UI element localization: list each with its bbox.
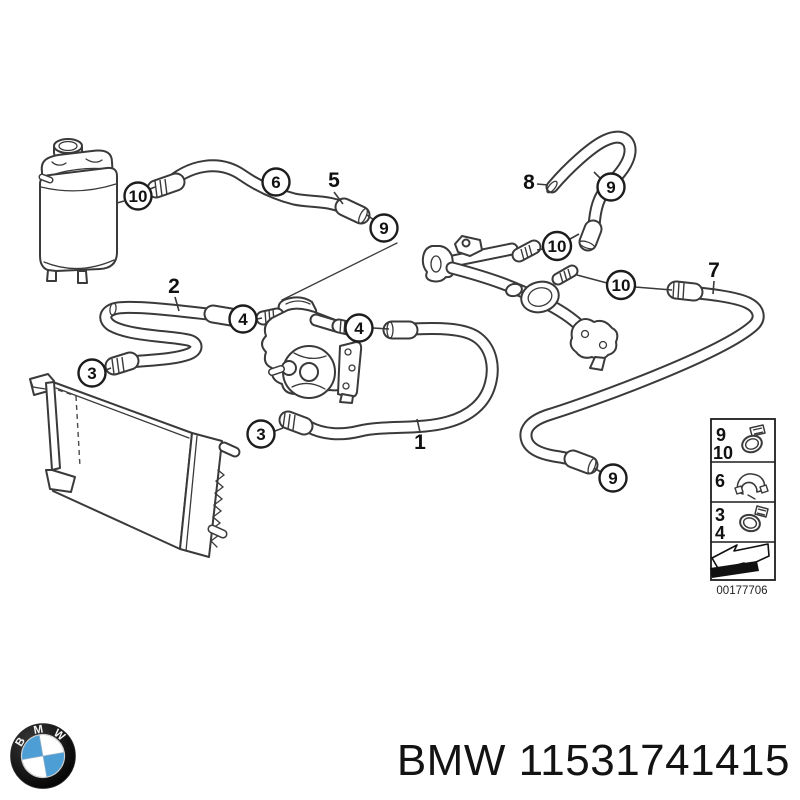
hose-2	[99, 300, 241, 376]
svg-text:4: 4	[238, 310, 248, 329]
expansion-tank	[38, 138, 118, 284]
brand-row: B M W BMW 11531741415	[0, 712, 800, 800]
coolant-pipe-assembly	[421, 235, 619, 371]
bmw-logo: B M W	[10, 723, 76, 789]
legend-box: 9 10 6 3 4	[710, 418, 776, 597]
callout-hose1-clamp: 3	[246, 419, 276, 449]
worm-clamp-icon-2	[739, 505, 769, 533]
legend-label-6: 6	[715, 471, 725, 491]
label-hose-8: 8	[523, 171, 535, 194]
svg-text:10: 10	[129, 187, 148, 206]
callout-hose7-clamp: 9	[598, 463, 628, 493]
callout-hose8-clamp: 9	[596, 172, 626, 202]
label-hose-5: 5	[328, 169, 340, 192]
callout-pump-right-clamp: 4	[344, 313, 374, 343]
callout-hose5-end-clamp: 9	[369, 213, 399, 243]
svg-text:10: 10	[612, 276, 631, 295]
callout-hose5-mid-clamp: 6	[261, 167, 291, 197]
svg-text:9: 9	[608, 469, 617, 488]
svg-text:9: 9	[606, 178, 615, 197]
callout-pump-left-clamp: 4	[228, 304, 258, 334]
drawing-number: 00177706	[716, 585, 767, 597]
callout-tank-clamp: 10	[123, 181, 153, 211]
direction-arrow-icon	[710, 543, 770, 578]
spring-clamp-icon	[734, 473, 769, 500]
hose-1	[278, 320, 499, 441]
worm-clamp-icon	[741, 424, 766, 454]
clamp-callouts: 10 6 9 9 10 10	[77, 167, 637, 493]
svg-text:9: 9	[379, 219, 388, 238]
legend-label-10: 10	[713, 443, 733, 463]
label-hose-7: 7	[708, 259, 720, 282]
legend-label-9: 9	[716, 425, 726, 445]
part-number-text: BMW 11531741415	[396, 736, 790, 785]
legend-label-3: 3	[715, 505, 725, 525]
svg-text:3: 3	[256, 425, 265, 444]
hose5-to-pump-leader	[281, 242, 398, 301]
svg-text:10: 10	[548, 237, 567, 256]
radiator	[29, 373, 241, 558]
hose-7	[519, 280, 765, 475]
label-hose-2: 2	[168, 275, 180, 298]
svg-text:4: 4	[354, 319, 364, 338]
legend-label-4: 4	[715, 523, 725, 543]
pipe-upper-fitting	[511, 239, 542, 263]
svg-text:3: 3	[87, 364, 96, 383]
callout-pipe-lower-clamp: 10	[605, 269, 637, 301]
part-labels: 5 2 8 7 1	[168, 169, 720, 454]
cooling-hoses-diagram: 10 6 9 9 10 10	[29, 130, 776, 597]
label-hose-1: 1	[414, 431, 426, 454]
water-pump	[255, 296, 363, 404]
logo-letter-m: M	[33, 723, 44, 736]
svg-text:6: 6	[271, 173, 280, 192]
bmw-roundel-quadrants: B M W	[14, 723, 67, 779]
callout-pipe-upper-clamp: 10	[541, 230, 573, 262]
callout-hose2-clamp: 3	[77, 358, 107, 388]
pipe-lower-fitting	[551, 264, 579, 286]
hose-5	[146, 159, 371, 225]
